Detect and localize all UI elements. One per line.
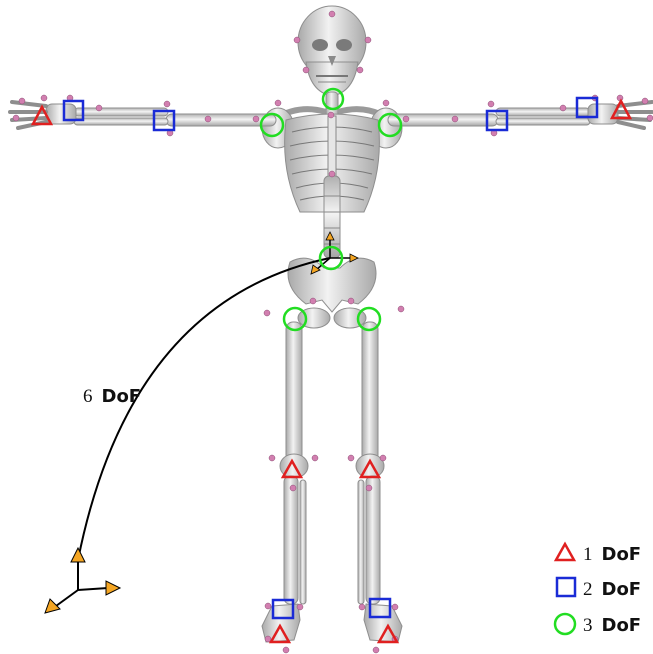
legend-circle-icon <box>555 614 575 634</box>
legend-2dof-unit: DoF <box>602 579 642 600</box>
marker-dot <box>164 101 170 107</box>
marker-dot <box>329 11 335 17</box>
legend-1dof-number: 1 <box>583 544 593 565</box>
legend-3dof-number: 3 <box>583 615 593 636</box>
legend-item-2dof: 2 DoF <box>557 578 641 600</box>
marker-dot <box>398 306 404 312</box>
marker-dot <box>297 604 303 610</box>
legend: 1 DoF 2 DoF 3 DoF <box>555 544 641 636</box>
marker-dot <box>617 95 623 101</box>
marker-dot <box>383 100 389 106</box>
marker-dot <box>403 116 409 122</box>
skeleton <box>10 6 652 642</box>
marker-dot <box>310 298 316 304</box>
legend-item-3dof: 3 DoF <box>555 614 641 636</box>
marker-dot <box>647 115 653 121</box>
legend-item-1dof: 1 DoF <box>556 544 641 565</box>
legend-triangle-icon <box>556 544 574 560</box>
marker-dot <box>265 603 271 609</box>
marker-dot <box>205 116 211 122</box>
marker-dot <box>348 298 354 304</box>
marker-dot <box>359 604 365 610</box>
svg-text:2 DoF: 2 DoF <box>583 579 641 600</box>
right-leg <box>356 322 402 642</box>
legend-3dof-unit: DoF <box>602 615 642 636</box>
marker-dot <box>560 105 566 111</box>
legend-1dof-unit: DoF <box>602 544 642 565</box>
marker-dot <box>283 647 289 653</box>
marker-dot <box>264 310 270 316</box>
marker-dot <box>269 455 275 461</box>
left-leg <box>262 322 308 642</box>
marker-dot <box>452 116 458 122</box>
legend-2dof-number: 2 <box>583 579 593 600</box>
marker-dot <box>373 647 379 653</box>
six-dof-number: 6 <box>83 386 93 407</box>
marker-dot <box>366 485 372 491</box>
marker-dot <box>96 105 102 111</box>
marker-dot <box>290 485 296 491</box>
marker-dot <box>275 100 281 106</box>
marker-dot <box>312 455 318 461</box>
six-dof-unit: DoF <box>102 386 142 407</box>
lumbar-spine <box>324 176 340 258</box>
svg-text:3 DoF: 3 DoF <box>583 615 641 636</box>
marker-dot <box>642 98 648 104</box>
world-axes <box>45 548 120 613</box>
marker-dot <box>253 116 259 122</box>
marker-dot <box>19 98 25 104</box>
marker-dot <box>329 171 335 177</box>
legend-square-icon <box>557 578 575 596</box>
marker-dot <box>357 67 363 73</box>
marker-dot <box>303 67 309 73</box>
marker-dot <box>348 455 354 461</box>
six-dof-label: 6 DoF <box>83 386 141 407</box>
marker-dot <box>392 604 398 610</box>
marker-dot <box>13 115 19 121</box>
marker-dot <box>328 112 334 118</box>
marker-dot <box>294 37 300 43</box>
marker-dot <box>488 101 494 107</box>
marker-dot <box>41 95 47 101</box>
skull <box>298 6 366 96</box>
marker-dot <box>380 455 386 461</box>
svg-text:1 DoF: 1 DoF <box>583 544 641 565</box>
marker-dot <box>365 37 371 43</box>
